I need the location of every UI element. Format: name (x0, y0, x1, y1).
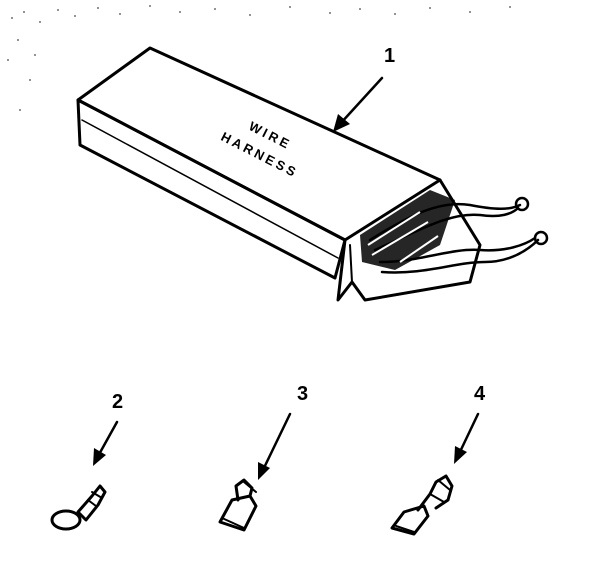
wire-harness-box: WIRE HARNESS (76, 46, 549, 302)
ring-eyelet (50, 509, 82, 531)
callout-number: 3 (297, 383, 308, 405)
box-front-face (76, 98, 347, 280)
arrow-head (454, 446, 467, 464)
box-end-flap (336, 178, 482, 302)
ring-terminal: 2 (50, 391, 123, 531)
callout-number: 1 (384, 45, 395, 67)
callout-number: 4 (474, 383, 486, 405)
callout-1: 1 (333, 45, 395, 132)
box-label: WIRE HARNESS (219, 118, 301, 180)
flag-terminal: 4 (390, 383, 486, 536)
arrow-head (333, 114, 350, 132)
callout-number: 2 (112, 391, 123, 413)
scan-noise (7, 5, 511, 111)
wire-ring-end (533, 230, 549, 246)
box-top-face (76, 46, 442, 242)
arrow-head (93, 448, 106, 466)
harness-wires (360, 190, 549, 274)
arrow-head (258, 462, 270, 480)
spade-terminal: 3 (218, 383, 308, 532)
wire-ring-end (514, 196, 530, 212)
